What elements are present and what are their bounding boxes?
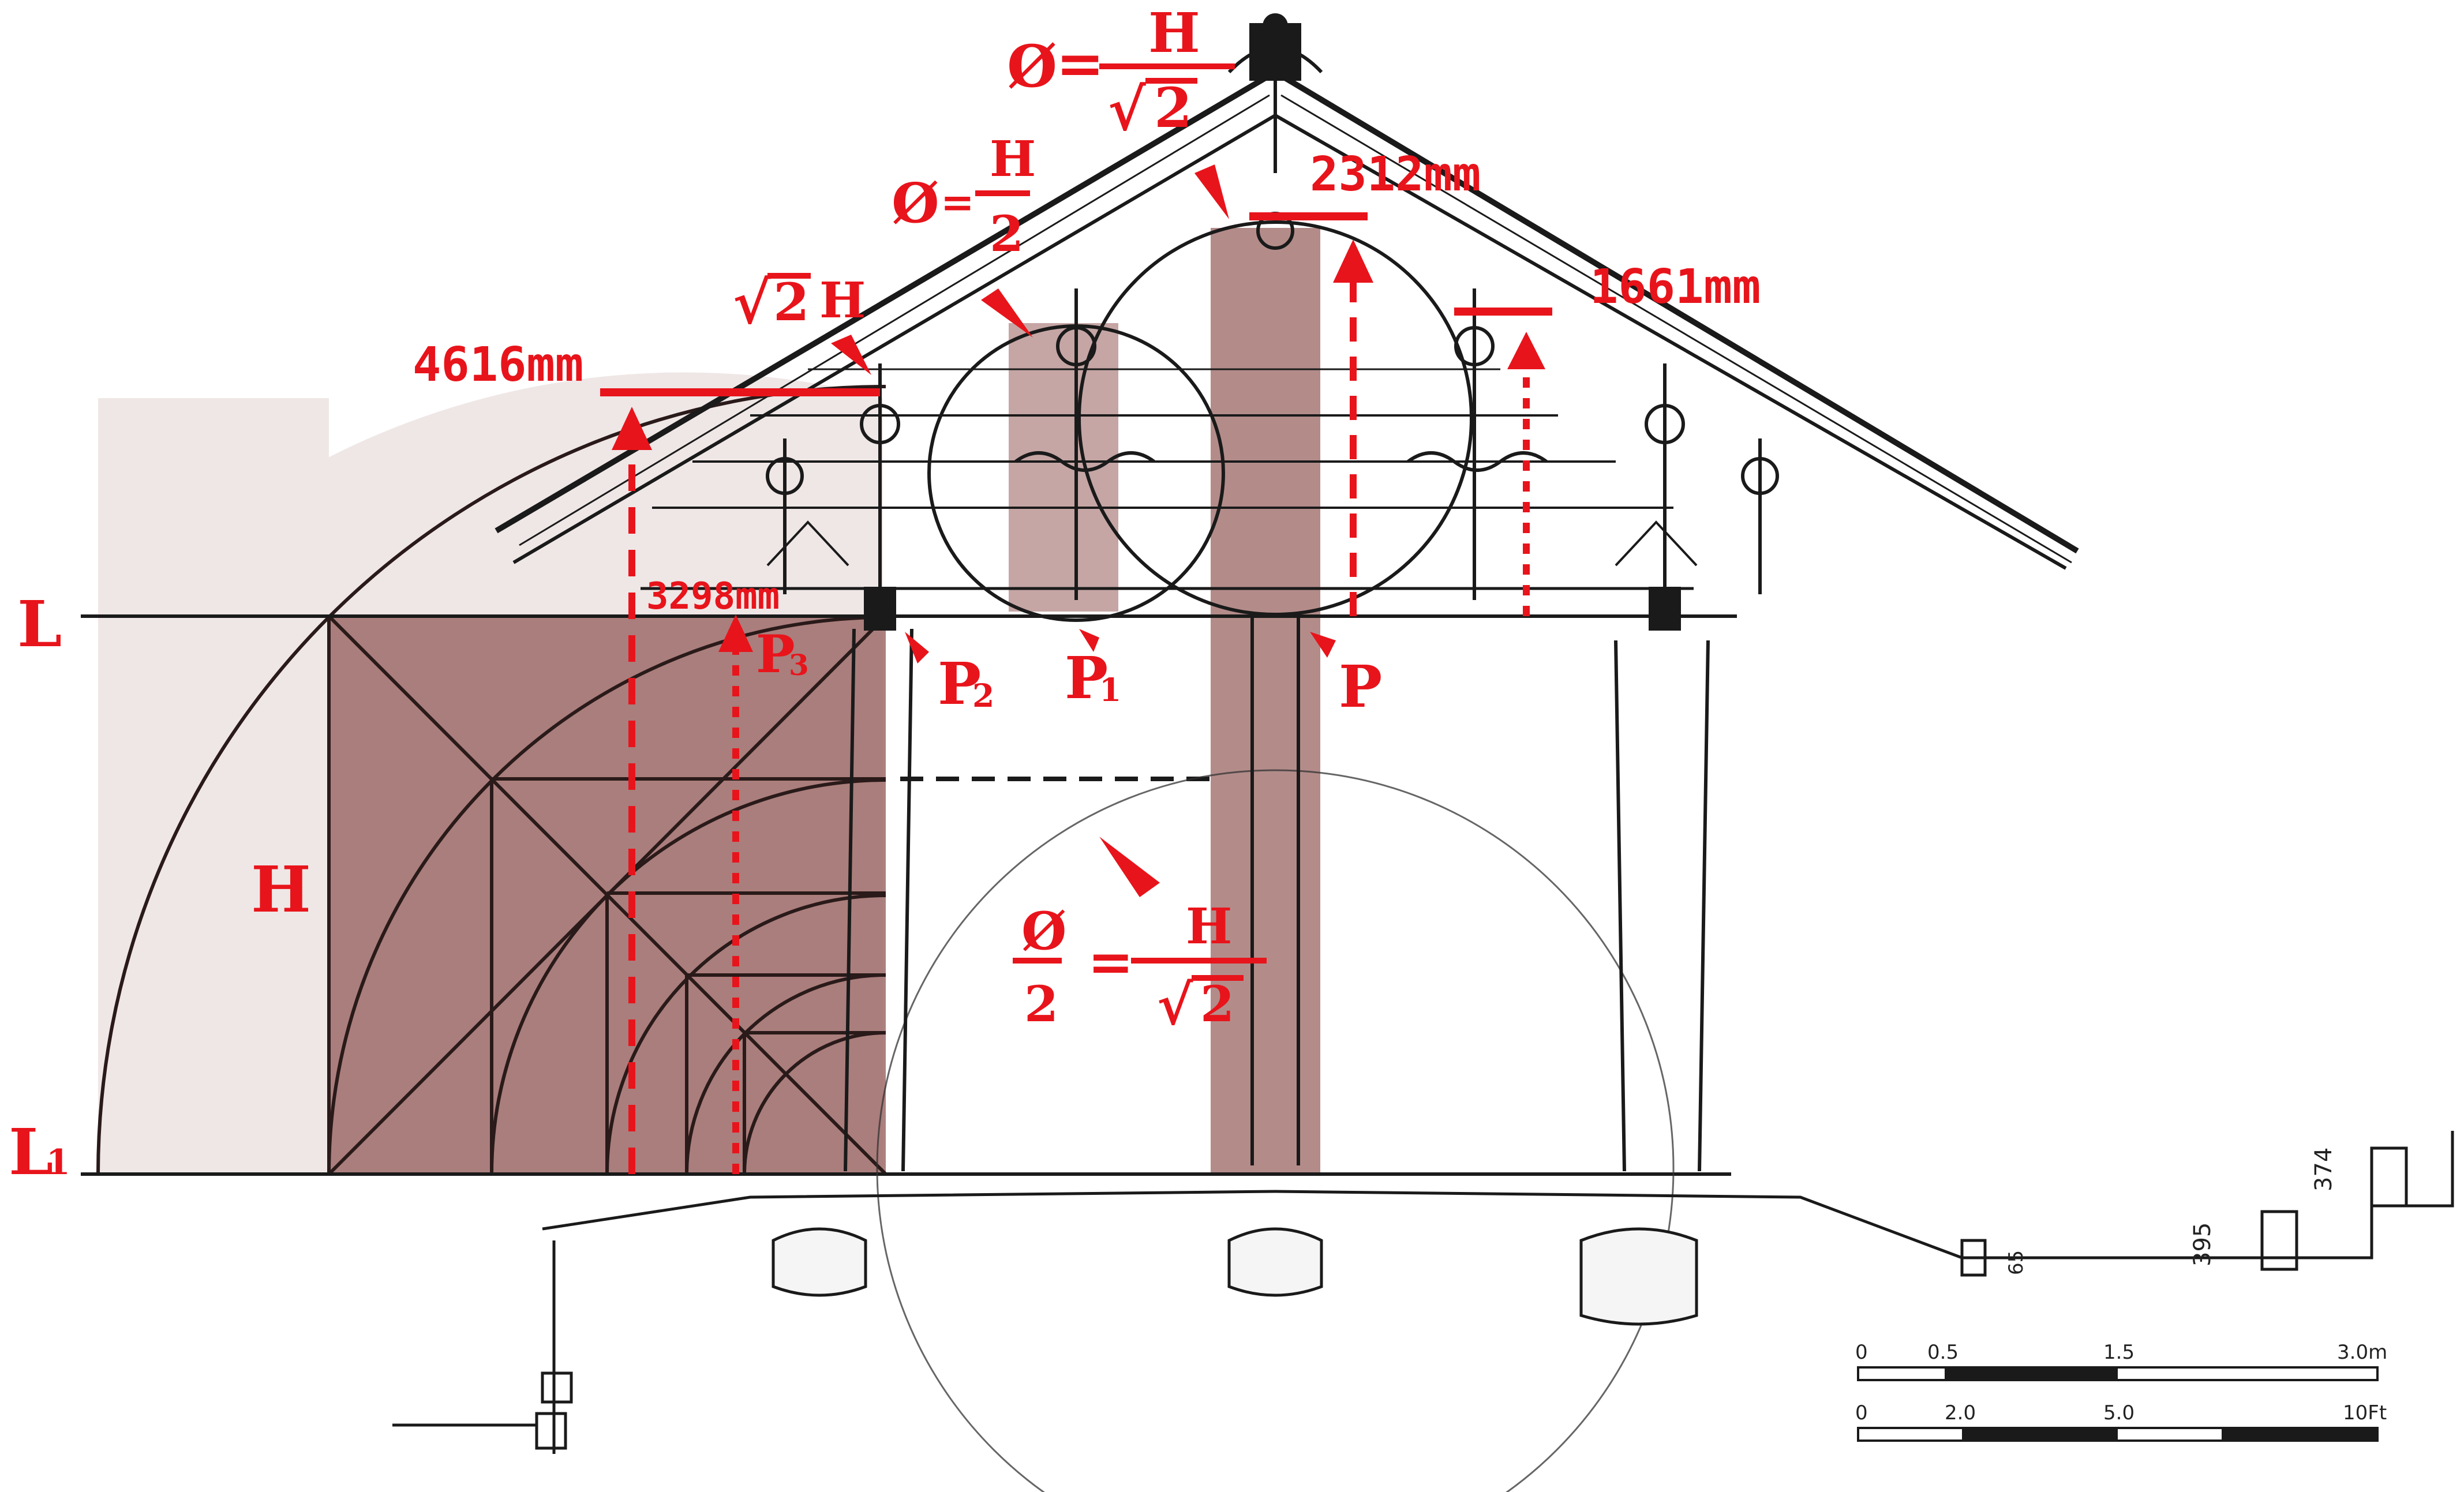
scale-row1-3: 3.0m (2337, 1341, 2387, 1364)
scale-row1-1: 0.5 (1927, 1341, 1959, 1364)
root2H-sqrt: √ (733, 269, 771, 337)
callout-arrows (831, 164, 1336, 897)
scale-row1-0: 0 (1855, 1341, 1868, 1364)
dimension-bars (600, 212, 1552, 396)
square-geometry (96, 385, 888, 1176)
formula-bottom-lhs-num: Ø (1021, 901, 1066, 962)
formula-left-lhs: Ø (892, 171, 939, 235)
scale-row2-0: 0 (1855, 1401, 1868, 1424)
gable-circle-left (927, 324, 1225, 622)
height-H-label: H (251, 852, 311, 927)
side-dim-65: 65 (2005, 1250, 2028, 1275)
point-P1: P (1065, 644, 1108, 712)
formula-top-lhs: Ø (1007, 32, 1057, 100)
formula-top-sqrt: √ (1108, 76, 1146, 144)
formula-left-eq: = (941, 178, 975, 226)
height-arrows (628, 274, 1530, 1174)
ridge-finial-top (1263, 13, 1288, 39)
formula-bottom-sqrt: √ (1157, 973, 1193, 1037)
formula-bottom-eq: = (1088, 930, 1134, 994)
scale-row1-2: 1.5 (2103, 1341, 2135, 1364)
dimension-2312: 2312mm (1310, 147, 1481, 202)
band-center (1211, 228, 1320, 1174)
gable-circle-right (1077, 220, 1473, 616)
root2H-H: H (819, 272, 866, 329)
formula-top-two: 2 (1154, 76, 1192, 140)
level-L1-label: L (9, 1115, 53, 1189)
formula-top-eq: = (1056, 29, 1104, 98)
dimension-3298: 3298mm (646, 575, 780, 618)
formula-bottom-num: H (1186, 898, 1232, 955)
point-P3: P (756, 624, 795, 685)
formula-left-num: H (990, 130, 1036, 188)
side-dim-395: 395 (2189, 1223, 2216, 1266)
level-L-label: L (17, 587, 62, 661)
scale-row2-2: 5.0 (2103, 1401, 2135, 1424)
scale-bar: 0 0.5 1.5 3.0m 0 2.0 5.0 10Ft (1855, 1341, 2387, 1442)
point-P3-subscript: 3 (789, 648, 809, 682)
point-P2: P (938, 650, 981, 718)
formula-bottom-two: 2 (1200, 976, 1234, 1033)
formula-bottom-lhs-den: 2 (1024, 976, 1058, 1033)
dimension-1661: 1661mm (1590, 260, 1761, 314)
formula-left-den: 2 (990, 205, 1024, 263)
scale-row2-3: 10Ft (2343, 1401, 2387, 1424)
large-circle-construction (876, 769, 1675, 1492)
root2H-two: 2 (773, 272, 810, 333)
side-dim-374: 374 (2311, 1148, 2337, 1191)
columns (844, 612, 1710, 1172)
roof-brackets (766, 212, 1779, 631)
formula-top-num: H (1148, 1, 1200, 65)
foundation (392, 1131, 2454, 1454)
scale-row2-1: 2.0 (1945, 1401, 1976, 1424)
dimension-4616: 4616mm (413, 338, 583, 392)
point-P2-subscript: 2 (972, 677, 994, 714)
point-P: P (1339, 653, 1382, 721)
arrow-heads (612, 239, 1545, 652)
point-P1-subscript: 1 (1099, 671, 1121, 708)
level-L1-subscript: 1 (46, 1142, 70, 1183)
